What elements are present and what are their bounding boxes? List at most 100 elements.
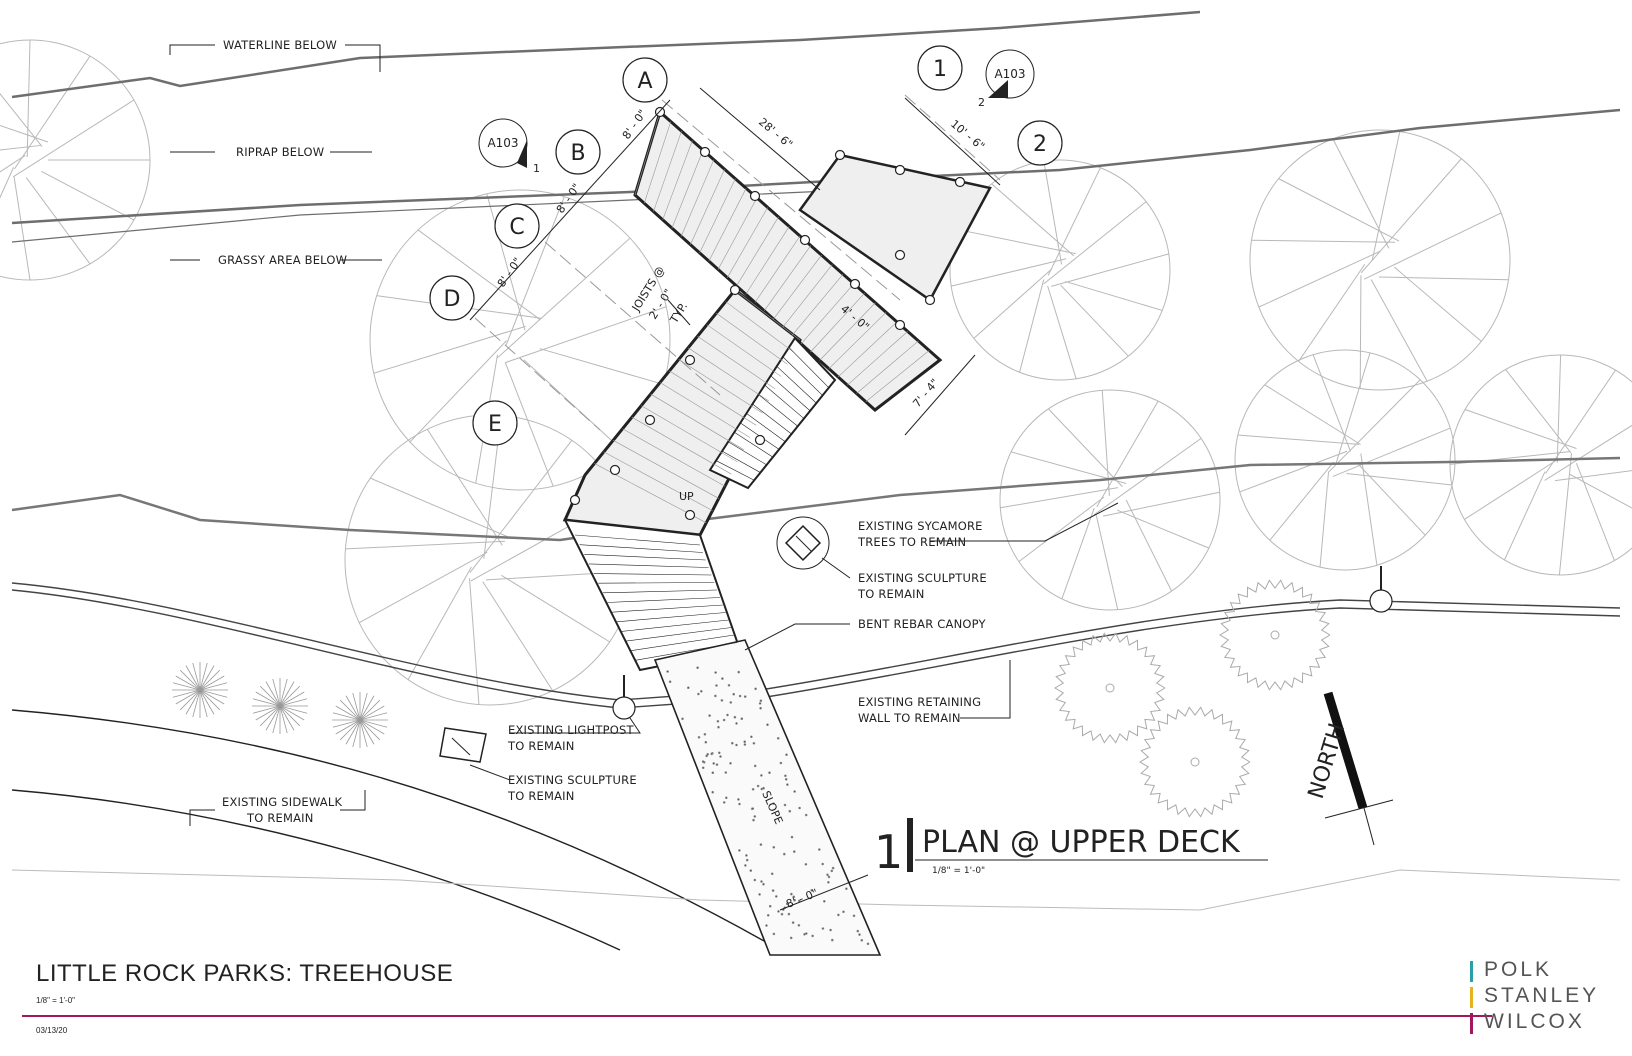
rail-post: [611, 466, 620, 475]
ramp-speckle: [753, 819, 755, 821]
ramp-speckle: [822, 863, 824, 865]
riprap-label: RIPRAP BELOW: [236, 145, 324, 159]
ramp-speckle: [725, 772, 727, 774]
ramp-speckle: [794, 791, 796, 793]
tree-spoke: [1240, 451, 1347, 492]
svg-text:A103: A103: [994, 67, 1025, 81]
ramp-speckle: [730, 701, 732, 703]
sculpture-bottom: [440, 728, 486, 762]
drawing-scale: 1/8" = 1'-0": [36, 996, 75, 1005]
rail-post: [896, 321, 905, 330]
tree-spoke: [1465, 409, 1576, 448]
tree-spoke: [408, 567, 471, 680]
ramp-speckle: [780, 762, 782, 764]
ramp-speckle: [736, 722, 738, 724]
tree-trunk: [1191, 758, 1199, 766]
plan-title-block: 1 PLAN @ UPPER DECK 1/8" = 1'-0": [874, 818, 1268, 879]
ramp-speckle: [669, 681, 671, 683]
dim-one-two: 10' - 6": [948, 117, 987, 153]
tree-spoke: [1576, 463, 1614, 560]
ramp-speckle: [712, 772, 714, 774]
joists-label-3: TYP.: [667, 300, 690, 326]
ramp-speckle: [805, 863, 807, 865]
ramp-speckle: [853, 915, 855, 917]
dim-deck-depth: 7' - 4": [910, 376, 941, 410]
grid-2: 2: [1033, 132, 1047, 157]
tree-spoke: [1464, 461, 1555, 520]
ramp-speckle: [667, 671, 669, 673]
ramp-speckle: [687, 687, 689, 689]
ramp-speckle: [716, 685, 718, 687]
sculpture-b-label-2: TO REMAIN: [507, 789, 575, 803]
ramp-speckle: [704, 733, 706, 735]
ramp-speckle: [788, 913, 790, 915]
ramp-speckle: [730, 762, 732, 764]
ramp-speckle: [697, 693, 699, 695]
ramp-speckle: [721, 678, 723, 680]
ramp-speckle: [785, 778, 787, 780]
logo-bar-teal: [1470, 961, 1473, 982]
north-label: NORTH: [1304, 720, 1351, 801]
ramp-speckle: [763, 883, 765, 885]
rail-post: [646, 416, 655, 425]
ramp-speckle: [755, 688, 757, 690]
tree-spoke: [0, 100, 48, 142]
ramp-speckle: [786, 784, 788, 786]
ramp-speckle: [759, 702, 761, 704]
tree-spoke: [1259, 251, 1380, 307]
tree-spoke: [41, 171, 134, 220]
ramp-speckle: [783, 853, 785, 855]
sculpture-label-1: EXISTING SCULPTURE: [858, 571, 987, 585]
ramp-speckle: [707, 753, 709, 755]
ramp-speckle: [766, 925, 768, 927]
rail-post: [836, 151, 845, 160]
ramp-speckle: [792, 922, 794, 924]
canopy-label: BENT REBAR CANOPY: [858, 617, 987, 631]
ramp-speckle: [781, 913, 783, 915]
tree-spoke: [0, 145, 41, 160]
grid-a: A: [637, 69, 652, 94]
ramp-speckle: [760, 707, 762, 709]
ramp-speckle: [712, 791, 714, 793]
ramp-speckle: [823, 900, 825, 902]
ramp-speckle: [744, 864, 746, 866]
logo-word-wilcox: WILCOX: [1484, 1010, 1585, 1034]
jagged-tree-outline: [1220, 580, 1330, 689]
tree-spoke: [540, 349, 664, 385]
ramp-speckle: [723, 719, 725, 721]
logo-bar-gold: [1470, 987, 1473, 1008]
ramp-speckle: [736, 744, 738, 746]
ramp-speckle: [828, 876, 830, 878]
sculpture-top: [777, 517, 829, 569]
rail-post: [571, 496, 580, 505]
ramp-speckle: [737, 798, 739, 800]
plan-number: 1: [874, 825, 903, 879]
ramp-speckle: [832, 867, 834, 869]
rail-post: [896, 166, 905, 175]
ramp-speckle: [702, 761, 704, 763]
ramp-speckle: [845, 888, 847, 890]
tree-spoke: [1557, 355, 1560, 463]
tree-spoke: [0, 167, 14, 264]
tree-spoke: [1096, 515, 1117, 609]
tree-spoke: [501, 575, 609, 642]
up-label: UP: [679, 490, 694, 503]
ramp-speckle: [731, 742, 733, 744]
ramp-speckle: [744, 696, 746, 698]
ramp-speckle: [857, 930, 859, 932]
ramp-speckle: [761, 788, 763, 790]
tree-spoke: [1065, 281, 1162, 310]
ramp-speckle: [793, 851, 795, 853]
ramp-speckle: [723, 801, 725, 803]
tree-spoke: [498, 238, 631, 358]
tree-spoke: [1062, 508, 1094, 599]
ramp-speckle: [750, 870, 752, 872]
ramp-speckle: [715, 672, 717, 674]
ramp-speckle: [728, 684, 730, 686]
ramp-speckle: [799, 807, 801, 809]
ramp-speckle: [741, 718, 743, 720]
ramp-speckle: [717, 720, 719, 722]
grassy-edge: [12, 458, 1620, 540]
tree-spoke: [1252, 240, 1396, 242]
tree-spoke: [1329, 380, 1421, 472]
